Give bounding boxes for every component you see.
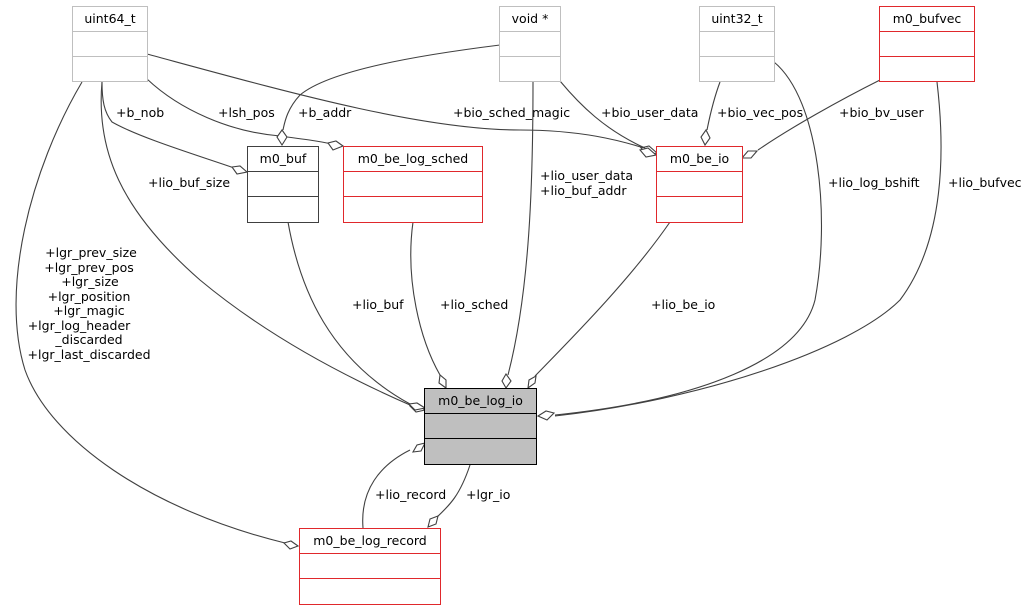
methods-section (500, 57, 560, 82)
attributes-section (344, 172, 482, 197)
edge-lgr-io: +lgr_io (427, 464, 510, 528)
edge-label-lgr-prev-size: +lgr_prev_size (45, 245, 137, 260)
edge-label-bio-vec-pos: +bio_vec_pos (717, 105, 803, 120)
attributes-section (300, 554, 440, 579)
class-node-m0-buf[interactable]: m0_buf (247, 146, 319, 223)
edge-lio-user-data: +lio_user_data +lio_buf_addr (501, 81, 633, 390)
class-node-uint64-t[interactable]: uint64_t (72, 6, 148, 82)
edge-label-lio-buf: +lio_buf (352, 297, 404, 312)
edge-b-addr: +b_addr (276, 44, 501, 147)
class-node-void-ptr[interactable]: void * (499, 6, 561, 82)
attributes-section (700, 32, 774, 57)
edge-label-lgr-position: +lgr_position (48, 289, 131, 304)
class-name: m0_be_log_record (300, 529, 440, 554)
class-name: void * (500, 7, 560, 32)
edge-label-lio-record: +lio_record (375, 487, 446, 502)
edge-label-lio-buf-size: +lio_buf_size (148, 175, 230, 190)
class-node-m0-be-log-sched[interactable]: m0_be_log_sched (343, 146, 483, 223)
edge-label-lgr-last-discarded: +lgr_last_discarded (28, 347, 151, 362)
edge-b-nob: +b_nob (101, 81, 249, 175)
attributes-section (880, 32, 974, 57)
methods-section (425, 439, 536, 464)
attributes-section (657, 172, 742, 197)
edge-label-lgr-size: +lgr_size (61, 274, 119, 289)
edge-label-lgr-io: +lgr_io (466, 487, 510, 502)
attributes-section (500, 32, 560, 57)
edge-lio-sched: +lio_sched (410, 221, 508, 390)
edge-lio-buf: +lio_buf (287, 221, 427, 411)
edge-lio-bufvec: +lio_bufvec (554, 81, 1022, 417)
attributes-section (425, 414, 536, 439)
edge-label-bio-user-data: +bio_user_data (601, 105, 698, 120)
methods-section (657, 197, 742, 222)
methods-section (880, 57, 974, 82)
attributes-section (73, 32, 147, 57)
edge-label-lio-bufvec: +lio_bufvec (948, 175, 1022, 190)
methods-section (700, 57, 774, 82)
class-node-m0-be-log-record[interactable]: m0_be_log_record (299, 528, 441, 605)
class-node-m0-bufvec[interactable]: m0_bufvec (879, 6, 975, 82)
edge-label-bio-sched-magic: +bio_sched_magic (453, 105, 570, 120)
edge-lio-be-io: +lio_be_io (527, 221, 715, 390)
class-name: m0_bufvec (880, 7, 974, 32)
edge-label-lgr-log-header: +lgr_log_header (28, 318, 131, 333)
edge-label-lio-log-bshift: +lio_log_bshift (828, 175, 920, 190)
class-name: uint32_t (700, 7, 774, 32)
edge-lio-buf-size: +lio_buf_size (100, 81, 427, 413)
edge-label-lgr-prev-pos: +lgr_prev_pos (44, 260, 134, 275)
class-name: m0_be_io (657, 147, 742, 172)
edge-label-lgr-discarded: _discarded (54, 332, 122, 347)
methods-section (300, 579, 440, 604)
methods-section (248, 197, 318, 222)
class-node-m0-be-log-io[interactable]: m0_be_log_io (424, 388, 537, 465)
class-name: m0_be_log_sched (344, 147, 482, 172)
methods-section (73, 57, 147, 82)
class-name: m0_be_log_io (425, 389, 536, 414)
edge-bio-bv-user: +bio_bv_user (740, 79, 924, 159)
edge-bio-user-data: +bio_user_data (559, 80, 698, 158)
class-name: m0_buf (248, 147, 318, 172)
attributes-section (248, 172, 318, 197)
methods-section (344, 197, 482, 222)
edge-label-lio-user-data: +lio_user_data (540, 168, 633, 183)
edge-label-b-nob: +b_nob (116, 105, 164, 120)
edge-bio-vec-pos: +bio_vec_pos (700, 81, 803, 147)
edge-label-lio-be-io: +lio_be_io (651, 297, 715, 312)
edge-lio-record: +lio_record (362, 442, 446, 529)
class-node-m0-be-io[interactable]: m0_be_io (656, 146, 743, 223)
edge-label-lsh-pos: +lsh_pos (218, 105, 275, 120)
edge-label-b-addr: +b_addr (298, 105, 352, 120)
edge-lio-log-bshift: +lio_log_bshift (536, 61, 920, 421)
edge-label-lio-sched: +lio_sched (440, 297, 508, 312)
edge-label-lgr-magic: +lgr_magic (53, 303, 125, 318)
edge-lsh-pos: +lsh_pos (146, 78, 345, 151)
edge-label-bio-bv-user: +bio_bv_user (839, 105, 924, 120)
class-node-uint32-t[interactable]: uint32_t (699, 6, 775, 82)
edge-lgr-fields: +lgr_prev_size +lgr_prev_pos +lgr_size +… (15, 81, 300, 550)
class-name: uint64_t (73, 7, 147, 32)
edge-label-lio-buf-addr: +lio_buf_addr (540, 183, 627, 198)
